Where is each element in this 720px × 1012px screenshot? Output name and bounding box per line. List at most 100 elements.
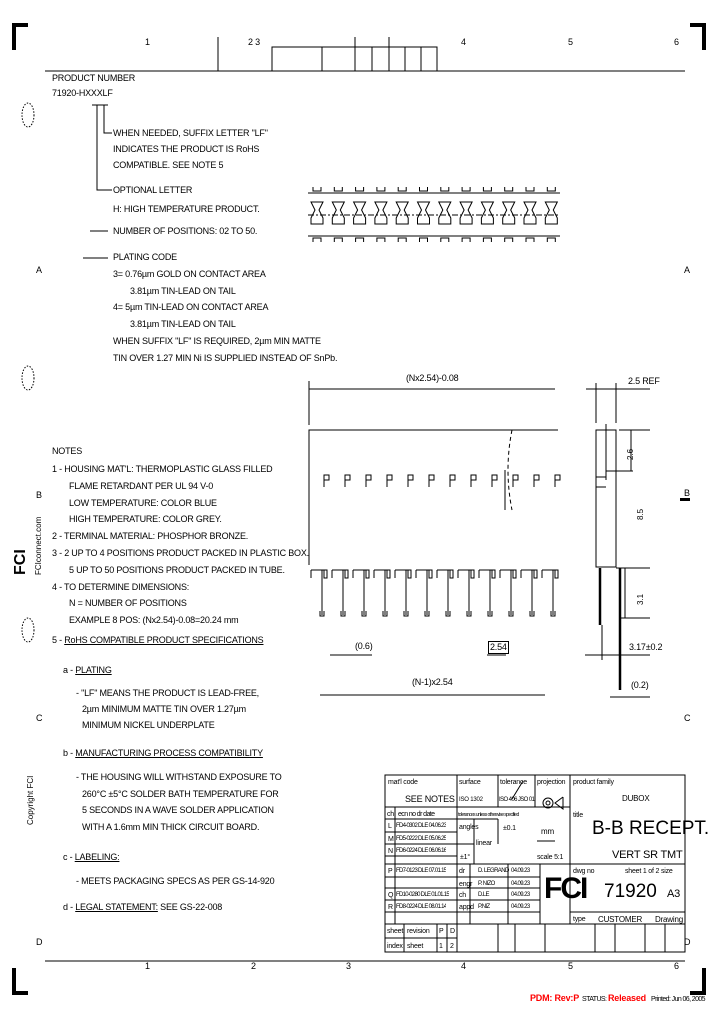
- housing-slot: [520, 569, 538, 579]
- dim-tail: 3.17±0.2: [629, 642, 663, 652]
- cavity-mark: [397, 187, 407, 242]
- rev-header-date: date: [423, 811, 435, 818]
- note-line: WITH A 1.6mm MIN THICK CIRCUIT BOARD.: [82, 821, 260, 832]
- revision-entry: FD6-0224 DLE 06.06.16: [396, 848, 447, 854]
- sheet-size-value: A3: [667, 888, 681, 900]
- contact-window: [512, 474, 519, 487]
- signoff-name: D.LE: [478, 892, 490, 898]
- note-line: 5 SECONDS IN A WAVE SOLDER APPLICATION: [82, 805, 274, 815]
- drawing-number: 71920: [604, 881, 657, 902]
- pin-tip: [382, 611, 388, 617]
- cavity-mark: [333, 187, 343, 242]
- note-5c: c - LABELING:: [63, 852, 120, 863]
- fci-logo: FCI: [544, 872, 588, 905]
- row-label: B: [684, 488, 690, 498]
- dim-ref: 2.5 REF: [628, 376, 660, 386]
- pin-tip: [340, 611, 346, 617]
- text-line: TIN OVER 1.27 MIN Ni IS SUPPLIED INSTEAD…: [113, 352, 338, 363]
- type-doc: Drawing: [655, 915, 683, 924]
- note-prefix: c -: [63, 852, 75, 862]
- pdm-revision: PDM: Rev:P: [530, 993, 580, 1003]
- sheet-row-value: 2: [450, 943, 454, 950]
- signoff-role: dr: [459, 868, 465, 875]
- leader-suffix: [103, 105, 112, 134]
- revision-ch: L: [388, 823, 392, 830]
- note-5a-title: PLATING: [75, 665, 112, 675]
- revision-ch: Q: [388, 892, 394, 899]
- housing-slot: [499, 569, 517, 579]
- signoff-name: D. LEGRAND: [478, 868, 509, 874]
- signoff-role: engr: [459, 881, 473, 888]
- signoff-date: 04.09.23: [511, 868, 530, 874]
- note-line: - "LF" MEANS THE PRODUCT IS LEAD-FREE,: [76, 688, 259, 698]
- scale: scale 5:1: [537, 854, 564, 861]
- contact-cavity: [523, 201, 537, 225]
- pin-tip: [487, 611, 493, 617]
- contact-window: [491, 474, 498, 487]
- column-label: 2: [251, 961, 256, 971]
- note-5a: a - PLATING: [63, 665, 112, 676]
- signoff-date: 04.09.23: [511, 904, 530, 910]
- column-label: 1: [145, 961, 150, 971]
- revision-row-value: P: [439, 928, 444, 935]
- note-line: 4 - TO DETERMINE DIMENSIONS:: [52, 581, 190, 592]
- contact-window: [449, 474, 456, 487]
- rev-header: ecn no dr date: [398, 809, 435, 820]
- contact-cavity: [437, 201, 452, 225]
- housing-slot: [478, 569, 496, 579]
- contact-cavity: [310, 201, 324, 225]
- drawing-subtitle: VERT SR TMT: [612, 849, 683, 861]
- contact-cavity: [416, 201, 431, 225]
- column-label: 5: [568, 37, 573, 47]
- status-value: Released: [608, 993, 646, 1003]
- corner-mark-tr: [690, 23, 706, 50]
- row-label: D: [684, 937, 691, 947]
- positions-note: NUMBER OF POSITIONS: 02 TO 50.: [113, 226, 258, 236]
- pin-tip: [445, 611, 451, 617]
- text-line: WHEN SUFFIX "LF" IS REQUIRED, 2µm MIN MA…: [113, 335, 321, 346]
- cavity-mark: [525, 187, 535, 242]
- corner-mark-tl: [12, 23, 28, 50]
- linear-label: linear: [476, 840, 492, 847]
- revision-ch: M: [388, 836, 394, 843]
- housing-slot: [436, 569, 454, 579]
- status-label: STATUS:: [582, 996, 607, 1003]
- notes-title: NOTES: [52, 446, 83, 456]
- product-number: 71920-HXXXLF: [52, 88, 113, 98]
- type-value: CUSTOMER: [598, 915, 643, 924]
- surface-value: ISO 1302: [459, 797, 483, 803]
- note-5d-text: SEE GS-22-008: [157, 902, 223, 912]
- contact-window: [344, 474, 351, 487]
- row-label: C: [36, 713, 43, 723]
- dim-pin-width: (0.6): [355, 641, 373, 651]
- housing-slot: [352, 569, 370, 579]
- side-fci-logo: FCI: [12, 549, 29, 575]
- contact-window: [554, 474, 561, 487]
- text-line: PLATING CODE: [113, 252, 177, 262]
- note-line: 2µm MINIMUM MATTE TIN OVER 1.27µm: [82, 704, 246, 714]
- column-label: 5: [568, 961, 573, 971]
- plating-code-note: PLATING CODE 3= 0.76µm GOLD ON CONTACT A…: [113, 252, 337, 370]
- row-label: A: [684, 265, 690, 275]
- revision-row-label: revision: [407, 928, 430, 935]
- contact-cavity: [501, 201, 516, 225]
- column-label: 6: [674, 961, 679, 971]
- note-line: MINIMUM NICKEL UNDERPLATE: [82, 720, 215, 730]
- housing-slot: [457, 569, 475, 579]
- text-line: 4= 5µm TIN-LEAD ON CONTACT AREA: [113, 302, 269, 313]
- signoff-role: appd: [459, 904, 474, 911]
- note-5-title: RoHS COMPATIBLE PRODUCT SPECIFICATIONS: [64, 635, 264, 645]
- pin-tip: [403, 611, 409, 617]
- pin-row: [310, 474, 561, 617]
- contact-cavity: [352, 201, 367, 225]
- note-prefix: 5 -: [52, 635, 65, 645]
- signoff-name: P.NIZ: [478, 904, 490, 910]
- note-5a-body: - "LF" MEANS THE PRODUCT IS LEAD-FREE, 2…: [76, 688, 259, 736]
- hole-mark: [21, 617, 35, 643]
- note-5b-title: MANUFACTURING PROCESS COMPATIBILITY: [75, 748, 263, 758]
- note-line: 260°C ±5°C SOLDER BATH TEMPERATURE FOR: [82, 788, 279, 799]
- rev-header-ch: ch: [387, 811, 394, 818]
- row-label: B: [36, 490, 42, 500]
- note-5d-title: LEGAL STATEMENT:: [75, 902, 158, 912]
- contact-window: [470, 474, 477, 487]
